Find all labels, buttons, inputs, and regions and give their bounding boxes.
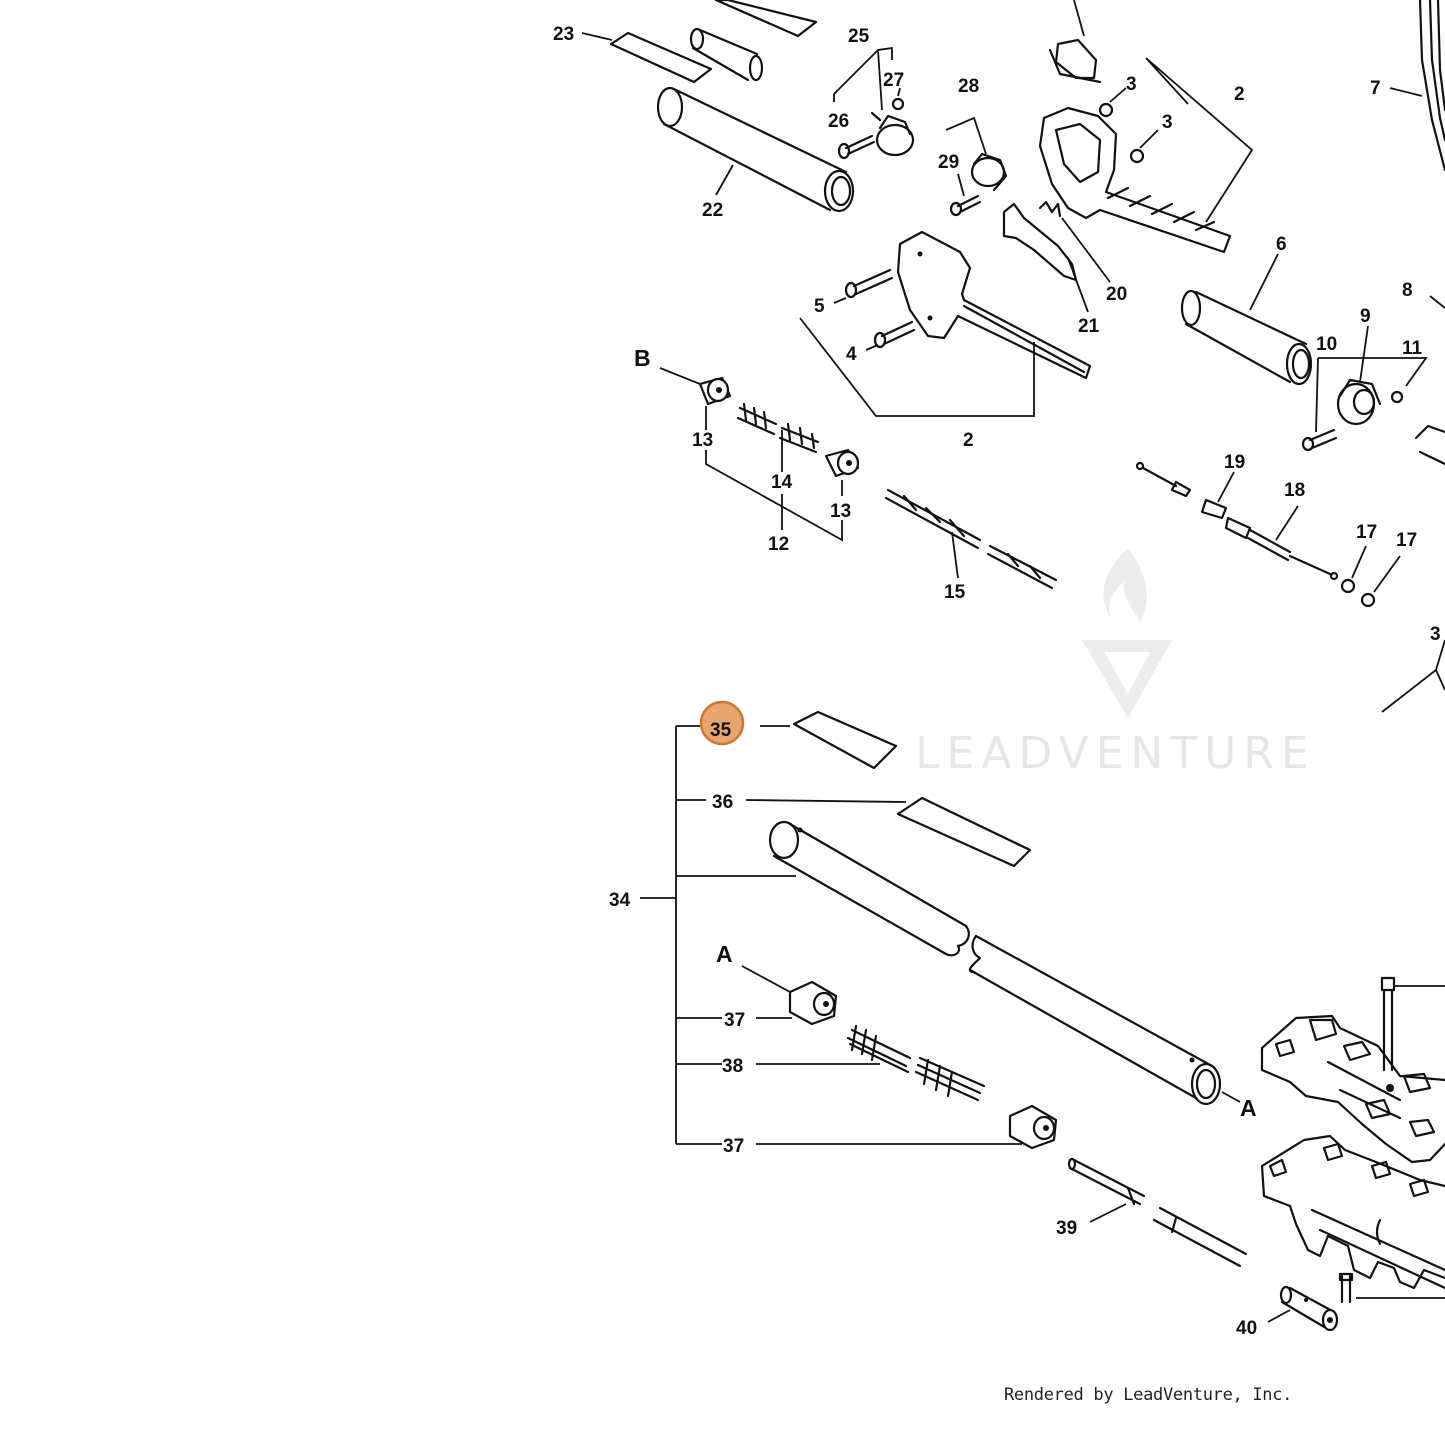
callout-13a[interactable]: 13 [692,430,713,451]
callout-28[interactable]: 28 [958,76,979,97]
part-17-nut-a[interactable] [1340,578,1356,594]
callout-14[interactable]: 14 [771,472,793,493]
part-21-trigger[interactable] [1002,202,1078,282]
callout-35[interactable]: 35 [710,720,732,741]
watermark-text: LEADVENTURE [915,728,1316,779]
callout-40[interactable]: 40 [1236,1318,1257,1339]
part-29-screw[interactable] [949,194,982,217]
part-4-screw[interactable] [873,320,916,349]
callout-3b[interactable]: 3 [1162,112,1173,133]
part-19-cable-end[interactable] [1135,461,1228,520]
part-17-nut-b[interactable] [1360,592,1376,608]
callout-30[interactable]: 3 [1430,624,1441,645]
callout-27[interactable]: 27 [883,70,904,91]
callout-15[interactable]: 15 [944,582,966,603]
part-2-handle-lower[interactable] [896,230,1092,380]
callout-38[interactable]: 38 [722,1056,743,1077]
part-40-pin[interactable] [1279,1285,1339,1332]
callout-22[interactable]: 22 [702,200,723,221]
part-35-highlight[interactable] [699,700,745,746]
callout-2a[interactable]: 2 [1234,84,1245,105]
part-22-grip-sleeve[interactable] [656,27,855,213]
part-13-bushing-lower[interactable] [824,448,860,478]
callout-3a[interactable]: 3 [1126,74,1137,95]
part-15-drive-shaft[interactable] [884,488,1058,590]
part-3-nut-a[interactable] [1098,102,1114,118]
part-38-shaft-liner[interactable] [846,1024,986,1102]
callout-37b[interactable]: 37 [723,1136,744,1157]
part-2-handle-top[interactable] [1038,38,1232,254]
part-11-nut[interactable] [1390,390,1404,404]
footer-credit: Rendered by LeadVenture, Inc. [1004,1385,1293,1405]
callout-5[interactable]: 5 [814,296,825,317]
callout-A-lower[interactable]: A [1240,1095,1257,1121]
part-3-nut-b[interactable] [1129,148,1145,164]
callout-4[interactable]: 4 [846,344,857,365]
part-25-clamp[interactable] [870,111,915,157]
gear-case-screw[interactable] [1380,976,1445,1072]
callout-21[interactable]: 21 [1078,316,1100,337]
callout-29[interactable]: 29 [938,152,959,173]
part-39-shaft[interactable] [1067,1157,1248,1268]
part-14-shaft-liner[interactable] [736,402,820,454]
part-18-throttle-cable[interactable] [1224,516,1339,581]
callout-26[interactable]: 26 [828,111,849,132]
callout-11[interactable]: 11 [1402,338,1423,359]
callout-7[interactable]: 7 [1370,78,1381,99]
part-37-tube[interactable] [768,820,1222,1106]
callout-9[interactable]: 9 [1360,306,1371,327]
part-37-bushing-upper[interactable] [788,980,838,1026]
callout-19[interactable]: 19 [1224,452,1245,473]
gear-case-lower[interactable] [1260,1134,1445,1304]
callout-23[interactable]: 23 [553,24,574,45]
callout-18[interactable]: 18 [1284,480,1305,501]
part-28-clamp[interactable] [970,152,1008,192]
part-37-bushing-lower[interactable] [1008,1104,1058,1150]
watermark-logo [1082,548,1172,718]
part-9-clamp[interactable] [1336,378,1382,426]
part-6-grip[interactable] [1180,289,1313,386]
callout-17b[interactable]: 17 [1396,530,1417,551]
callout-8[interactable]: 8 [1402,280,1413,301]
callout-2b[interactable]: 2 [963,430,974,451]
callout-13b[interactable]: 13 [830,501,851,522]
part-36-label[interactable] [896,796,1032,868]
callout-17a[interactable]: 17 [1356,522,1377,543]
callout-39[interactable]: 39 [1056,1218,1077,1239]
callout-37a[interactable]: 37 [724,1010,745,1031]
part-27-nut[interactable] [891,97,905,111]
callout-12[interactable]: 12 [768,534,789,555]
part-20-spring[interactable] [1038,200,1062,218]
part-10-screw[interactable] [1301,428,1338,452]
callout-B[interactable]: B [634,345,651,371]
callout-20[interactable]: 20 [1106,284,1127,305]
callout-36[interactable]: 36 [712,792,733,813]
part-13-bushing-upper[interactable] [698,376,732,406]
part-26-screw[interactable] [837,134,876,160]
part-35-label[interactable] [792,710,898,770]
callout-10[interactable]: 10 [1316,334,1337,355]
part-5-screw[interactable] [844,268,894,299]
callout-A-upper[interactable]: A [716,941,733,967]
gear-case-upper[interactable] [1260,1014,1445,1164]
part-8-component[interactable] [1414,424,1445,466]
callout-25[interactable]: 25 [848,26,870,47]
callout-34[interactable]: 34 [609,890,631,911]
callout-6[interactable]: 6 [1276,234,1287,255]
part-7-tank[interactable] [1418,0,1445,172]
part-23-decal[interactable] [609,0,818,84]
